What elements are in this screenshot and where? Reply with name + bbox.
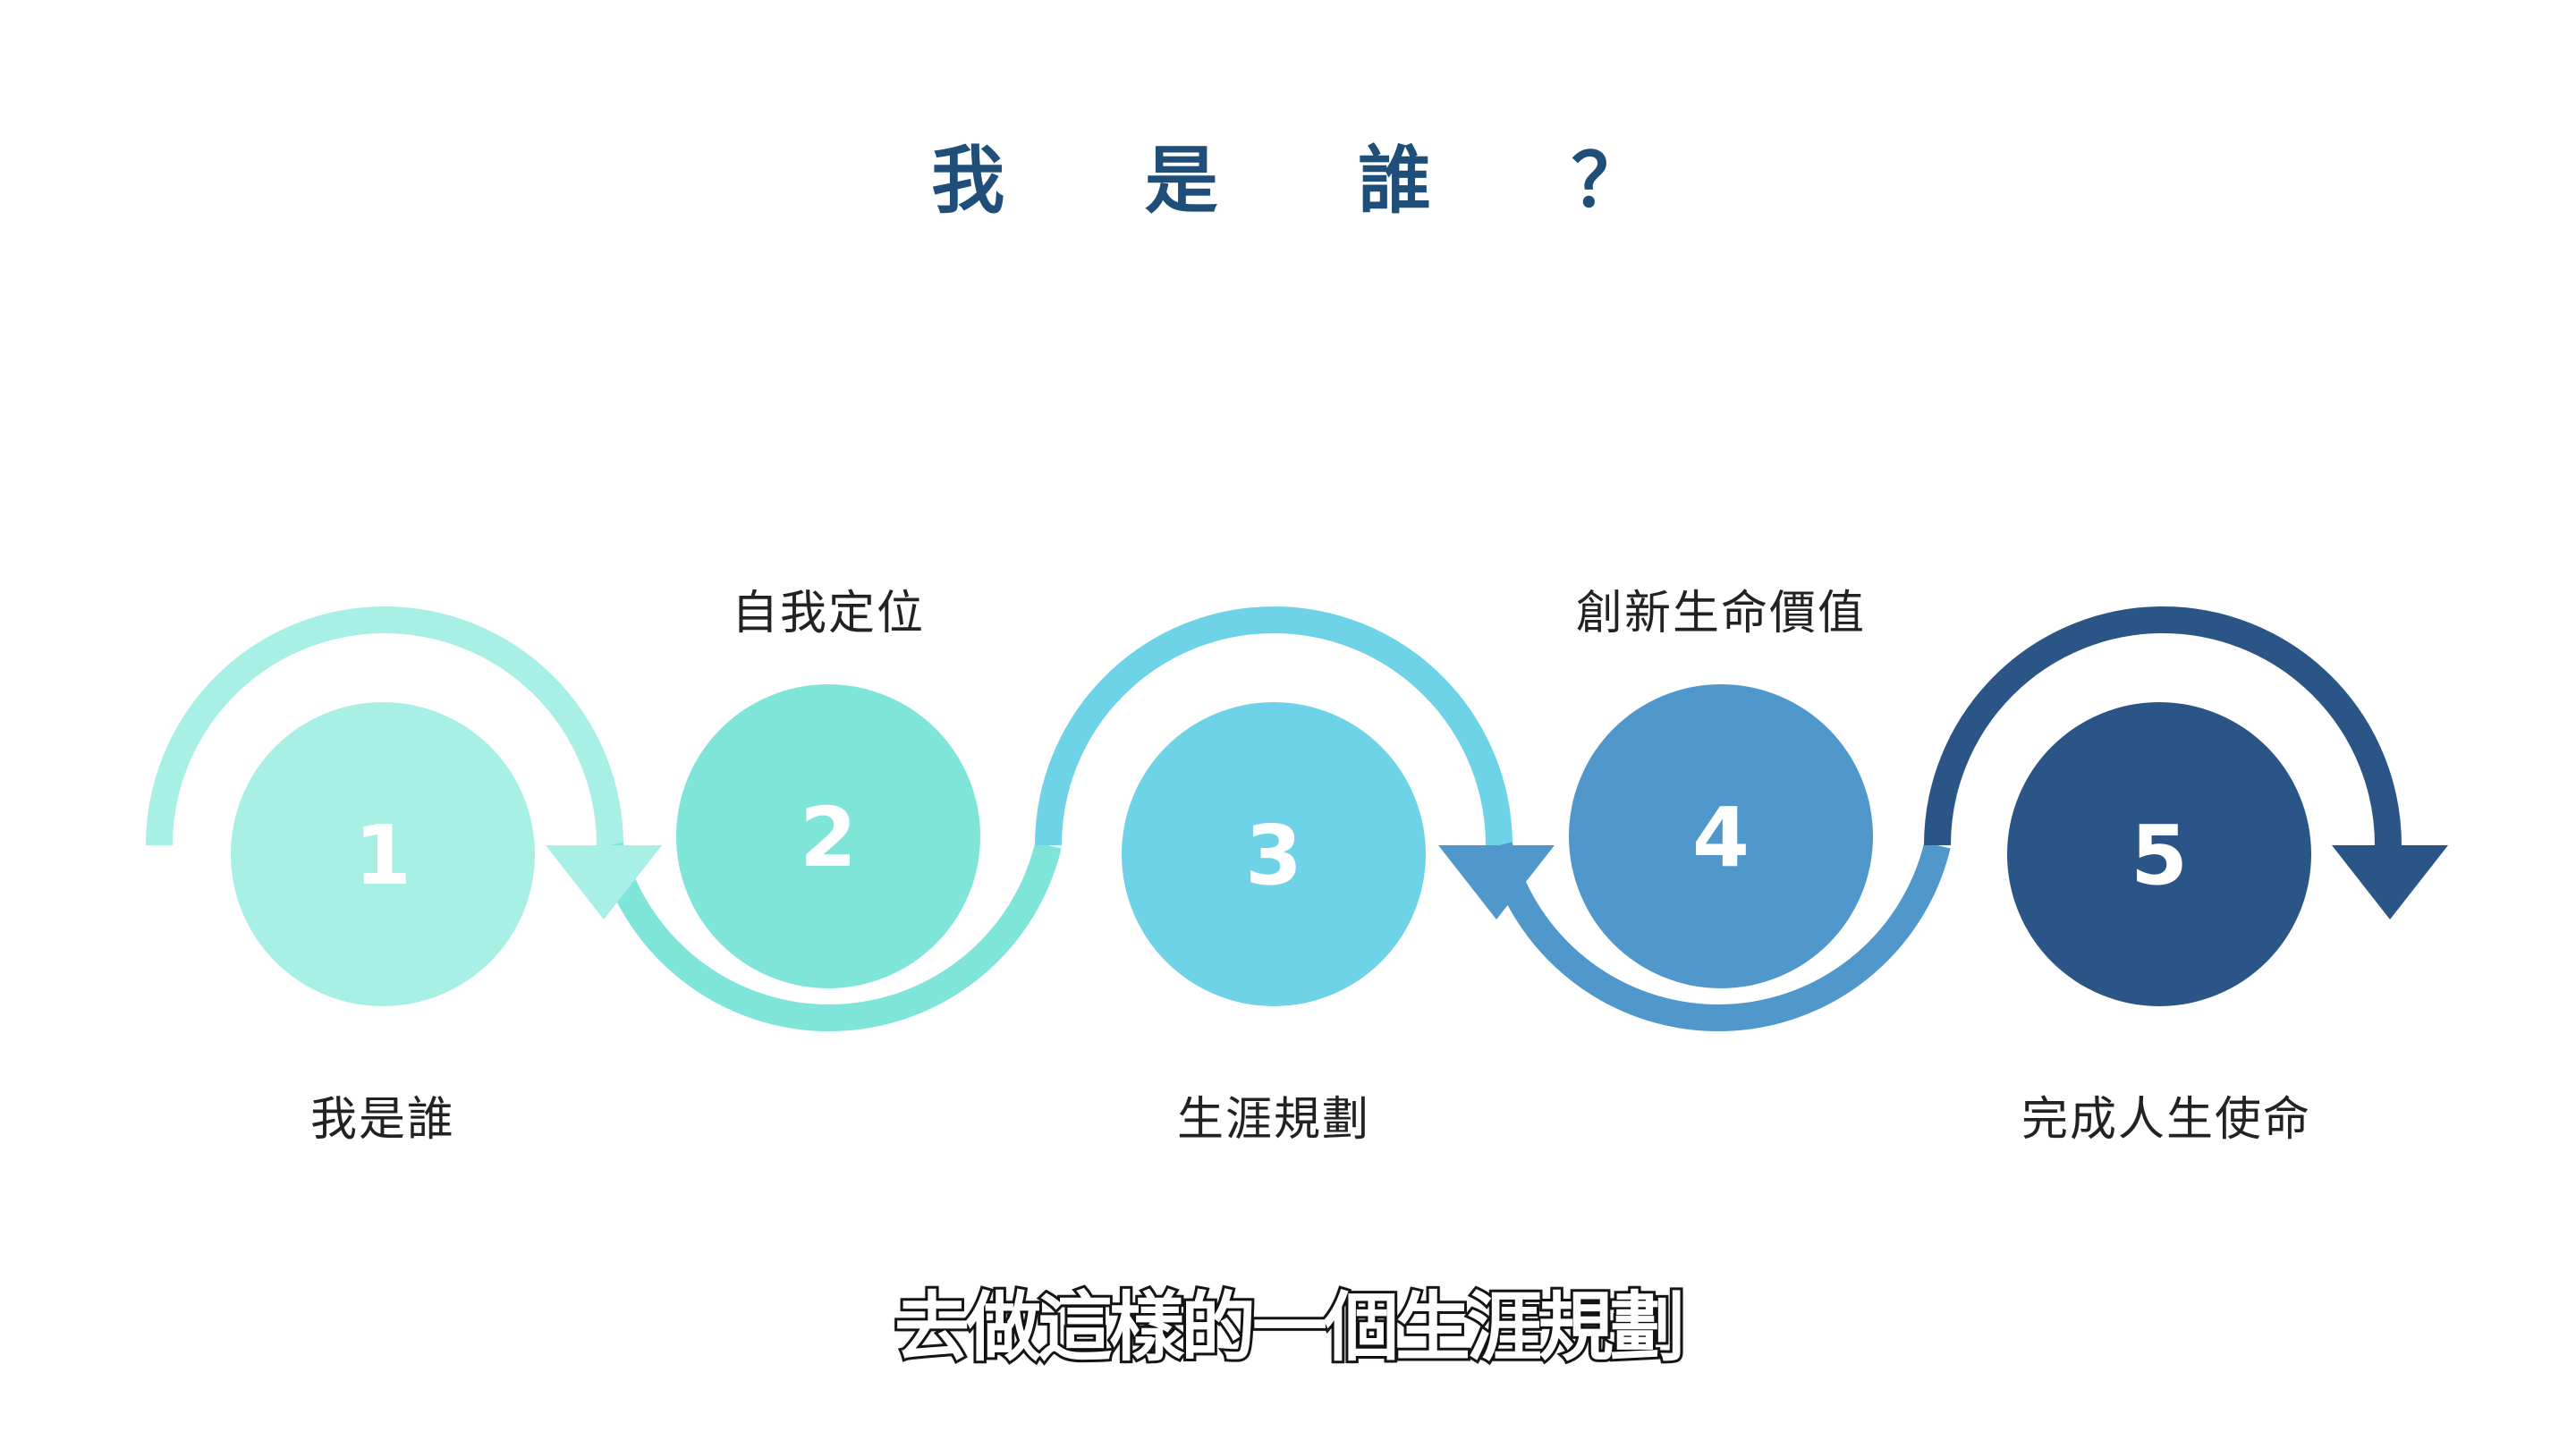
step-circle-1: [231, 702, 535, 1006]
arrowhead-1: [546, 845, 662, 919]
step-label-4: 創新生命價值: [1575, 587, 1867, 640]
arrowhead-3: [2332, 845, 2448, 919]
arc-2: [597, 842, 1062, 1031]
video-subtitle: 去做這樣的一個生涯規劃: [892, 1284, 1688, 1371]
step-label-3: 生涯規劃: [1176, 1093, 1371, 1147]
step-circle-5: [2007, 702, 2311, 1006]
step-circle-4: [1569, 684, 1873, 988]
page-title: 我 是 誰 ？: [931, 139, 1702, 224]
step-number-3: 3: [1245, 808, 1302, 903]
step-number-4: 4: [1692, 790, 1750, 886]
step-label-2: 自我定位: [731, 587, 926, 640]
arc-3: [1035, 606, 1513, 846]
step-number-2: 2: [800, 790, 857, 886]
step-circle-3: [1122, 702, 1426, 1006]
step-number-1: 1: [354, 808, 411, 903]
arc-4: [1486, 842, 1951, 1031]
step-label-1: 我是誰: [309, 1093, 456, 1147]
step-label-5: 完成人生使命: [2021, 1093, 2312, 1147]
arc-5: [1924, 606, 2402, 846]
step-circle-2: [676, 684, 980, 988]
arrowhead-2: [1438, 845, 1555, 919]
arc-1: [146, 606, 623, 846]
step-number-5: 5: [2131, 808, 2188, 903]
